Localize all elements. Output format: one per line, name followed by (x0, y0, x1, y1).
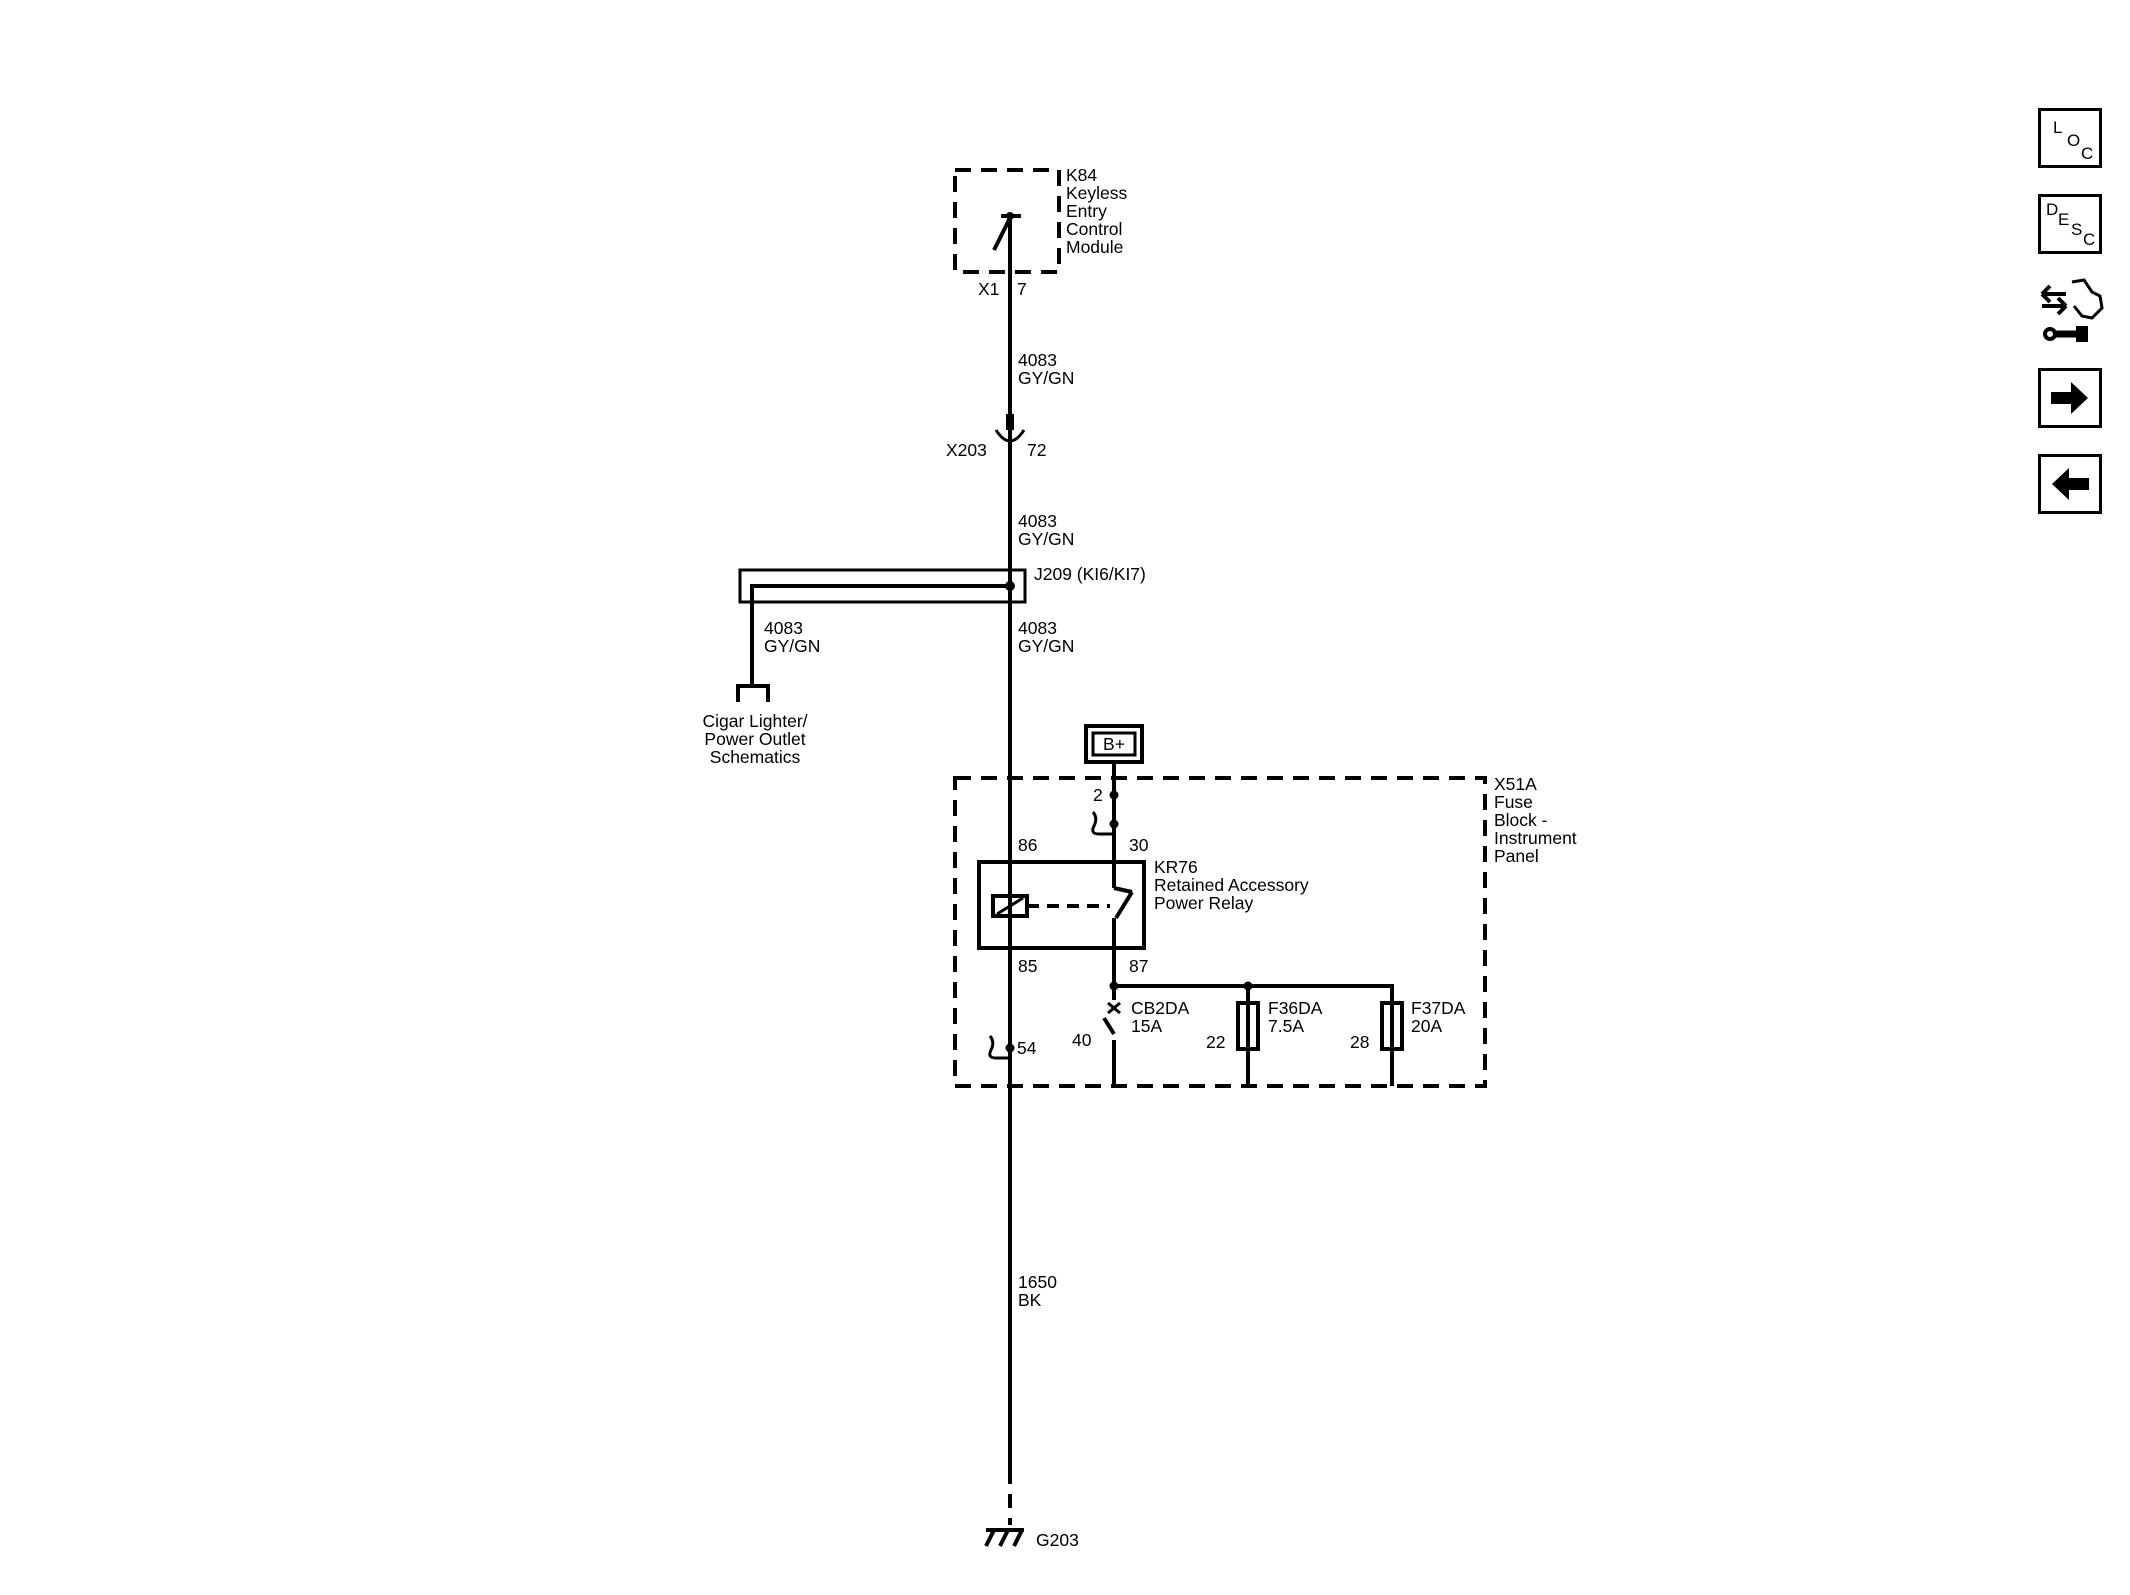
x51a-fuse-block-box (953, 776, 1487, 1088)
offpage-line-3: Schematics (710, 747, 801, 767)
k84-name-line-2: Entry (1066, 201, 1107, 221)
f37da-rating: 20A (1411, 1016, 1442, 1036)
battery-symbol-inner (1091, 731, 1137, 757)
connector-wrench-icon[interactable] (2036, 276, 2106, 346)
wire-b-color: GY/GN (1018, 529, 1074, 549)
relay-pin-86: 86 (1018, 835, 1037, 855)
relay-pin-85: 85 (1018, 956, 1037, 976)
kr76-name-line-1: Retained Accessory (1154, 875, 1309, 895)
pin-54: 54 (1017, 1038, 1037, 1058)
x203-pin: 72 (1027, 440, 1046, 460)
loc-letter-o: O (2067, 131, 2081, 150)
k84-name-line-1: Keyless (1066, 183, 1128, 203)
j209-splice-dot (1005, 581, 1015, 591)
kr76-ref: KR76 (1154, 857, 1198, 877)
k84-switch-icon (992, 212, 1021, 1470)
pin-2: 2 (1093, 785, 1103, 805)
wire-branch-color: GY/GN (764, 636, 820, 656)
x51a-name-line-4: Panel (1494, 846, 1539, 866)
offpage-line-2: Power Outlet (704, 729, 805, 749)
x51a-name-line-2: Block - (1494, 810, 1548, 830)
desc-letter-e: E (2058, 210, 2070, 229)
j209-label: J209 (KI6/KI7) (1034, 564, 1146, 584)
wire-ground-circuit: 1650 (1018, 1272, 1057, 1292)
f36da-rating: 7.5A (1268, 1016, 1304, 1036)
kr76-name-line-2: Power Relay (1154, 893, 1253, 913)
desc-letter-c: C (2083, 230, 2096, 249)
loc-button[interactable]: L O C (2038, 108, 2102, 168)
battery-label: B+ (1103, 734, 1125, 754)
desc-letter-d: D (2046, 200, 2059, 219)
wire-c-circuit: 4083 (1018, 618, 1057, 638)
cb2da-ref: CB2DA (1131, 998, 1190, 1018)
loc-letter-c: C (2081, 144, 2094, 163)
k84-ref: K84 (1066, 165, 1097, 185)
k84-connector: X1 (978, 279, 999, 299)
pin-40: 40 (1072, 1030, 1092, 1050)
offpage-line-1: Cigar Lighter/ (702, 711, 807, 731)
f36da-fuse-icon (1236, 986, 1260, 1086)
x203-ref: X203 (946, 440, 987, 460)
pin-2-connector-icon (1091, 811, 1114, 836)
k84-name-line-3: Control (1066, 219, 1122, 239)
wire-ground-color: BK (1018, 1290, 1042, 1310)
x203-connector-icon (994, 414, 1026, 443)
wire-a-circuit: 4083 (1018, 350, 1057, 370)
k84-pin: 7 (1017, 279, 1027, 299)
next-page-button[interactable] (2038, 368, 2102, 428)
ground-symbol-icon (984, 1528, 1024, 1547)
j209-splice-bar (750, 584, 1010, 686)
cb2da-rating: 15A (1131, 1016, 1162, 1036)
relay-switch-contact (1113, 886, 1133, 894)
x51a-ref: X51A (1494, 774, 1537, 794)
j209-splice-pack (738, 568, 1027, 604)
previous-page-button[interactable] (2038, 454, 2102, 514)
f37da-fuse-icon (1380, 1001, 1404, 1051)
f37da-ref: F37DA (1411, 998, 1466, 1018)
x51a-name-line-1: Fuse (1494, 792, 1533, 812)
loc-letter-l: L (2053, 118, 2063, 137)
desc-button[interactable]: D E S C (2038, 194, 2102, 254)
relay-pin-30: 30 (1129, 835, 1149, 855)
offpage-connector-icon (736, 684, 770, 702)
wire-a-color: GY/GN (1018, 368, 1074, 388)
k84-module-box (953, 168, 1061, 274)
arrow-right-icon (2051, 382, 2088, 414)
wire-branch-circuit: 4083 (764, 618, 803, 638)
ground-ref: G203 (1036, 1530, 1079, 1550)
wire-b-circuit: 4083 (1018, 511, 1057, 531)
f36da-ref: F36DA (1268, 998, 1323, 1018)
desc-letter-s: S (2071, 220, 2083, 239)
relay-pin-87: 87 (1129, 956, 1148, 976)
wire-c-color: GY/GN (1018, 636, 1074, 656)
arrow-left-icon (2052, 468, 2089, 500)
k84-name-line-4: Module (1066, 237, 1123, 257)
pin-22: 22 (1206, 1032, 1225, 1052)
kr76-relay-box (977, 860, 1146, 950)
x51a-name-line-3: Instrument (1494, 828, 1577, 848)
cb2da-breaker-icon (1102, 986, 1121, 1086)
pin-28: 28 (1350, 1032, 1369, 1052)
pin-54-connector-icon (988, 1035, 1010, 1060)
